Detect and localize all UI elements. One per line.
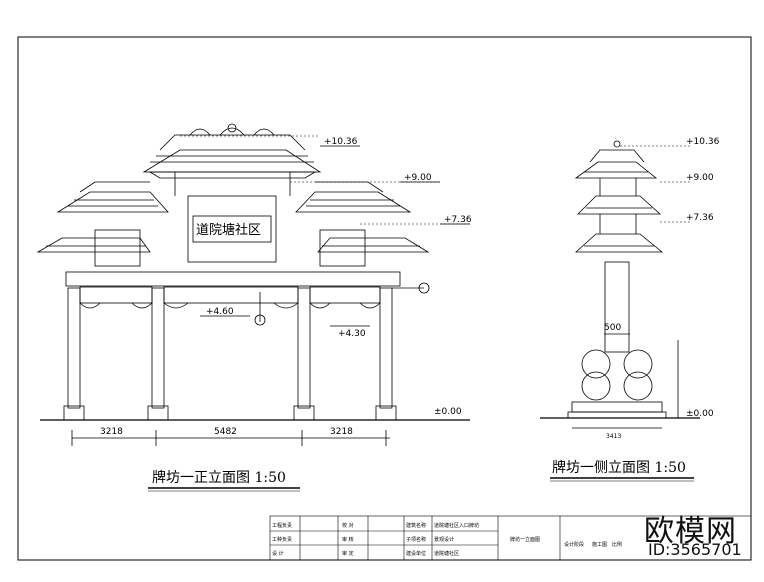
level-000-front: ±0.00 [434,407,462,417]
tb-info-value-1: 景观设计 [434,536,454,543]
tb-right-0: 设计阶段 [564,541,584,548]
front-elevation [36,123,470,492]
watermark-id: ID:3565701 [648,540,742,559]
level-1036-side: +10.36 [686,137,720,147]
level-000-side: ±0.00 [686,409,714,419]
tb-left-0: 工程负责 [272,522,292,529]
span-center: 5482 [214,427,237,437]
tb-info-value-2: 道院塘社区 [434,550,459,557]
tb-mid-0: 校 对 [342,522,354,529]
tb-mid-1: 审 核 [342,536,354,543]
tb-mid-2: 审 定 [342,550,354,557]
side-elevation [540,140,700,482]
tb-right-1: 施工图 [592,541,607,548]
title-block [269,515,752,561]
tb-info-label-1: 子项名称 [406,536,426,543]
sheet-border [17,36,752,561]
sign-text: 道院塘社区 [196,222,261,238]
tb-info-label-2: 建设单位 [406,550,426,557]
span-left: 3218 [100,427,123,437]
tb-left-1: 工种负责 [272,536,292,543]
tb-info-value-0: 道院塘社区入口牌坊 [434,522,479,529]
dim-total: 3413 [606,433,621,440]
level-430: +4.30 [338,329,366,339]
level-736-front: +7.36 [444,215,472,225]
watermark-brand: 欧模网 [644,514,737,549]
level-900-front: +9.00 [404,173,432,183]
tb-info-label-0: 建筑名称 [406,522,426,529]
span-right: 3218 [330,427,353,437]
tb-left-2: 设 计 [272,550,284,557]
side-elevation-title: 牌坊一侧立面图 1:50 [552,459,686,476]
tb-right-2: 比例 [612,541,622,548]
tb-drawing-name: 牌坊一立面图 [510,536,540,543]
level-736-side: +7.36 [686,213,714,223]
front-elevation-title: 牌坊一正立面图 1:50 [152,469,286,486]
dim-500: 500 [604,323,621,333]
level-460: +4.60 [206,307,234,317]
level-900-side: +9.00 [686,173,714,183]
level-1036-front: +10.36 [324,137,358,147]
